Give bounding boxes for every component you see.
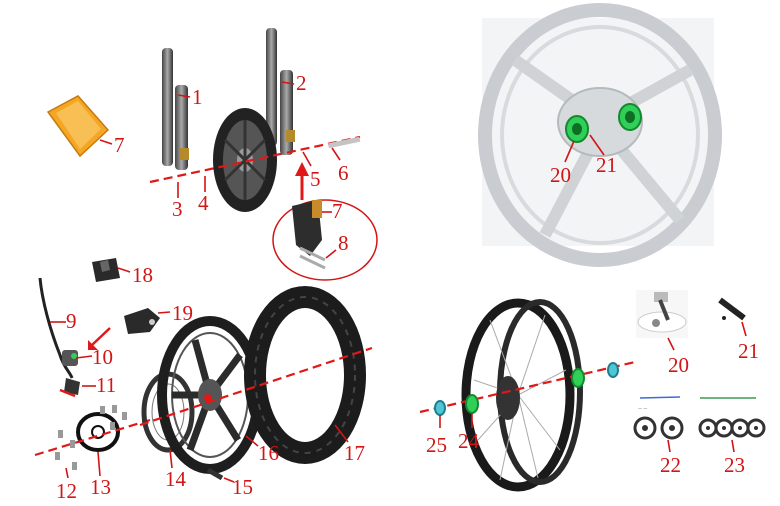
label-7a: 7 — [114, 133, 125, 157]
label-12: 12 — [56, 479, 77, 503]
label-4: 4 — [198, 191, 209, 215]
label-23: 23 — [724, 453, 745, 477]
part-photo-21 — [718, 297, 747, 337]
bushing-24-icon — [465, 394, 479, 428]
bushing-right-icon — [571, 368, 585, 388]
label-6: 6 — [338, 161, 349, 185]
speed-sensor-icon — [38, 277, 111, 398]
brake-disc-icon — [76, 412, 120, 452]
label-20-render: 20 — [550, 163, 571, 187]
reflector-icon — [46, 95, 113, 158]
label-21-render: 21 — [596, 153, 617, 177]
label-25: 25 — [426, 433, 447, 457]
label-18: 18 — [132, 263, 153, 287]
label-13: 13 — [90, 475, 111, 499]
part-photo-20 — [636, 290, 688, 351]
label-19: 19 — [172, 301, 193, 325]
hub-render-view — [478, 3, 722, 267]
label-14: 14 — [165, 467, 187, 491]
callout-labels: 1 2 3 4 5 6 7 7 8 9 10 11 12 13 14 15 16… — [56, 71, 759, 503]
label-21-photo: 21 — [738, 339, 759, 363]
seal-right-icon — [607, 362, 619, 378]
bracket-19-icon — [124, 308, 171, 334]
label-15: 15 — [232, 475, 253, 499]
label-17: 17 — [344, 441, 365, 465]
detail-circle — [272, 199, 378, 281]
label-10: 10 — [92, 345, 113, 369]
label-22: 22 — [660, 453, 681, 477]
label-1: 1 — [192, 85, 203, 109]
part-photo-22: — — — [633, 396, 684, 453]
front-wheel-icon — [213, 108, 277, 212]
label-9: 9 — [66, 309, 77, 333]
seal-25-icon — [434, 400, 446, 428]
label-20-photo: 20 — [668, 353, 689, 377]
bracket-18-icon — [92, 258, 131, 282]
spoked-wheel-icon — [461, 298, 583, 492]
label-11: 11 — [96, 373, 116, 397]
label-8: 8 — [338, 231, 349, 255]
rear-tire-icon — [244, 286, 366, 464]
label-5: 5 — [310, 167, 321, 191]
label-16: 16 — [258, 441, 279, 465]
label-7b: 7 — [332, 199, 343, 223]
part-photo-23 — [698, 397, 766, 453]
fork-right-icon — [266, 28, 295, 155]
valve-icon — [206, 467, 235, 483]
label-3: 3 — [172, 197, 183, 221]
label-2: 2 — [296, 71, 307, 95]
axle-icon — [327, 136, 361, 149]
fork-left-icon — [162, 48, 191, 170]
bolts-icon — [55, 405, 127, 470]
svg-text:— —: — — — [638, 406, 647, 411]
rear-rim-icon — [157, 316, 263, 474]
label-24: 24 — [458, 429, 480, 453]
